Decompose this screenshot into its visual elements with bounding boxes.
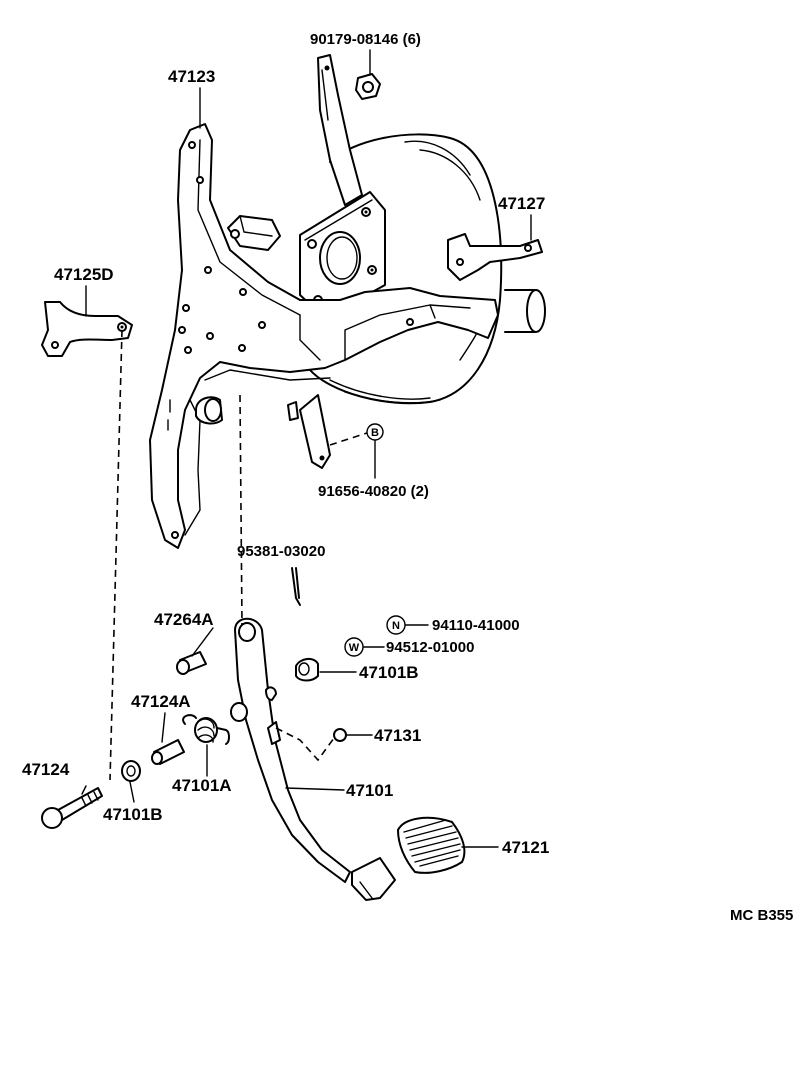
callout-W: W xyxy=(344,637,364,657)
bushing-47101B-top-drawing xyxy=(295,658,319,682)
callout-N: N xyxy=(386,615,406,635)
callout-N-code: N xyxy=(392,620,400,632)
label-47101B-bottom: 47101B xyxy=(103,805,163,824)
label-94110-41000: 94110-41000 xyxy=(432,617,520,634)
label-47121: 47121 xyxy=(502,838,549,857)
clevis-pin-47131-drawing xyxy=(333,728,347,742)
brake-pedal-lever-drawing xyxy=(230,617,396,901)
label-91656-40820: 91656-40820 (2) xyxy=(318,483,429,500)
leader-lines xyxy=(81,49,532,848)
nut-90179-drawing xyxy=(355,73,381,100)
pedal-bracket-drawing xyxy=(149,123,499,549)
label-47264A: 47264A xyxy=(154,610,214,629)
diagram-code: MC B355 xyxy=(730,907,793,924)
label-47124A: 47124A xyxy=(131,692,191,711)
callout-B: B xyxy=(366,423,384,441)
bracket-47125D-drawing xyxy=(41,301,133,357)
bushing-47101B-bottom-drawing xyxy=(121,760,141,782)
label-47131: 47131 xyxy=(374,726,421,745)
label-94512-01000: 94512-01000 xyxy=(386,639,474,656)
support-strut-drawing xyxy=(287,54,363,469)
pin-47264A-drawing xyxy=(176,651,207,675)
label-95381-03020: 95381-03020 xyxy=(237,543,325,560)
bracket-47127-drawing xyxy=(447,233,543,281)
label-47101B-top: 47101B xyxy=(359,663,419,682)
label-47125D: 47125D xyxy=(54,265,114,284)
assembly-lines xyxy=(109,329,371,781)
label-47124: 47124 xyxy=(22,760,70,779)
cotter-pin-95381-drawing xyxy=(291,567,301,606)
callout-W-code: W xyxy=(349,642,360,654)
label-90179-08146: 90179-08146 (6) xyxy=(310,31,421,48)
collar-47124A-drawing xyxy=(151,739,185,765)
pedal-pad-47121-drawing xyxy=(397,816,466,874)
bolt-47124-drawing xyxy=(41,787,103,829)
mounting-plate-drawing xyxy=(299,191,386,319)
label-47123: 47123 xyxy=(168,67,215,86)
return-spring-47101A-drawing xyxy=(182,714,230,745)
label-47127: 47127 xyxy=(498,194,545,213)
label-47101A: 47101A xyxy=(172,776,232,795)
label-47101: 47101 xyxy=(346,781,393,800)
callout-B-code: B xyxy=(371,427,379,439)
